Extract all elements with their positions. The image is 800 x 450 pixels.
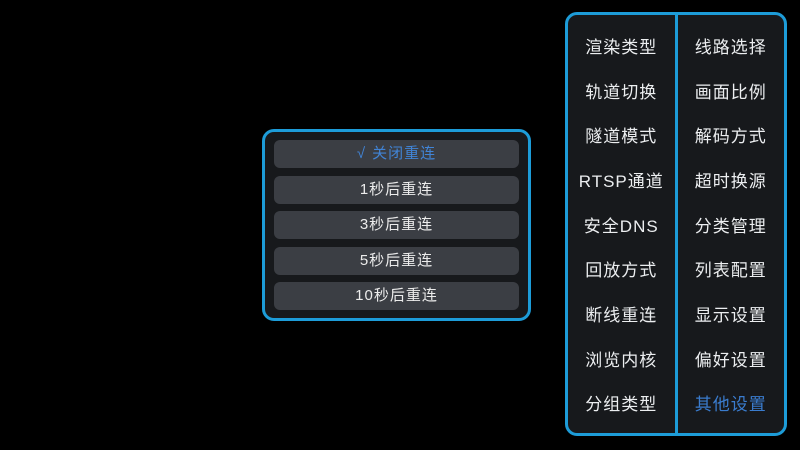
menu-item-track-switch[interactable]: 轨道切换 — [585, 82, 658, 102]
menu-item-preference-settings[interactable]: 偏好设置 — [694, 350, 767, 370]
reconnect-options-dialog: √ 关闭重连 1秒后重连 3秒后重连 5秒后重连 10秒后重连 — [262, 129, 531, 321]
option-reconnect-10s[interactable]: 10秒后重连 — [274, 282, 519, 310]
menu-item-decode-mode[interactable]: 解码方式 — [694, 127, 767, 147]
menu-item-browser-kernel[interactable]: 浏览内核 — [585, 350, 658, 370]
menu-item-rtsp-channel[interactable]: RTSP通道 — [578, 171, 664, 191]
menu-item-tunnel-mode[interactable]: 隧道模式 — [585, 127, 658, 147]
settings-column-right: 线路选择 画面比例 解码方式 超时换源 分类管理 列表配置 显示设置 偏好设置 … — [678, 15, 785, 433]
option-reconnect-5s[interactable]: 5秒后重连 — [274, 246, 519, 275]
settings-column-left: 渲染类型 轨道切换 隧道模式 RTSP通道 安全DNS 回放方式 断线重连 浏览… — [568, 15, 675, 433]
menu-item-render-type[interactable]: 渲染类型 — [585, 37, 658, 57]
menu-item-list-config[interactable]: 列表配置 — [694, 261, 767, 281]
menu-item-category-manage[interactable]: 分类管理 — [694, 216, 767, 236]
option-close-reconnect[interactable]: √ 关闭重连 — [274, 140, 519, 168]
menu-item-aspect-ratio[interactable]: 画面比例 — [694, 82, 767, 102]
menu-item-timeout-source[interactable]: 超时换源 — [694, 171, 767, 191]
menu-item-disconnect-reconnect[interactable]: 断线重连 — [585, 305, 658, 325]
option-label: 关闭重连 — [372, 145, 437, 162]
menu-item-group-type[interactable]: 分组类型 — [585, 395, 658, 415]
column-divider — [674, 15, 678, 433]
settings-panel: 渲染类型 轨道切换 隧道模式 RTSP通道 安全DNS 回放方式 断线重连 浏览… — [565, 12, 787, 436]
check-icon: √ — [356, 145, 367, 162]
menu-item-playback-mode[interactable]: 回放方式 — [585, 261, 658, 281]
menu-item-display-settings[interactable]: 显示设置 — [694, 305, 767, 325]
menu-item-line-select[interactable]: 线路选择 — [694, 37, 767, 57]
option-reconnect-3s[interactable]: 3秒后重连 — [274, 211, 519, 239]
menu-item-secure-dns[interactable]: 安全DNS — [583, 216, 659, 236]
option-reconnect-1s[interactable]: 1秒后重连 — [274, 175, 519, 204]
menu-item-other-settings[interactable]: 其他设置 — [694, 395, 767, 415]
